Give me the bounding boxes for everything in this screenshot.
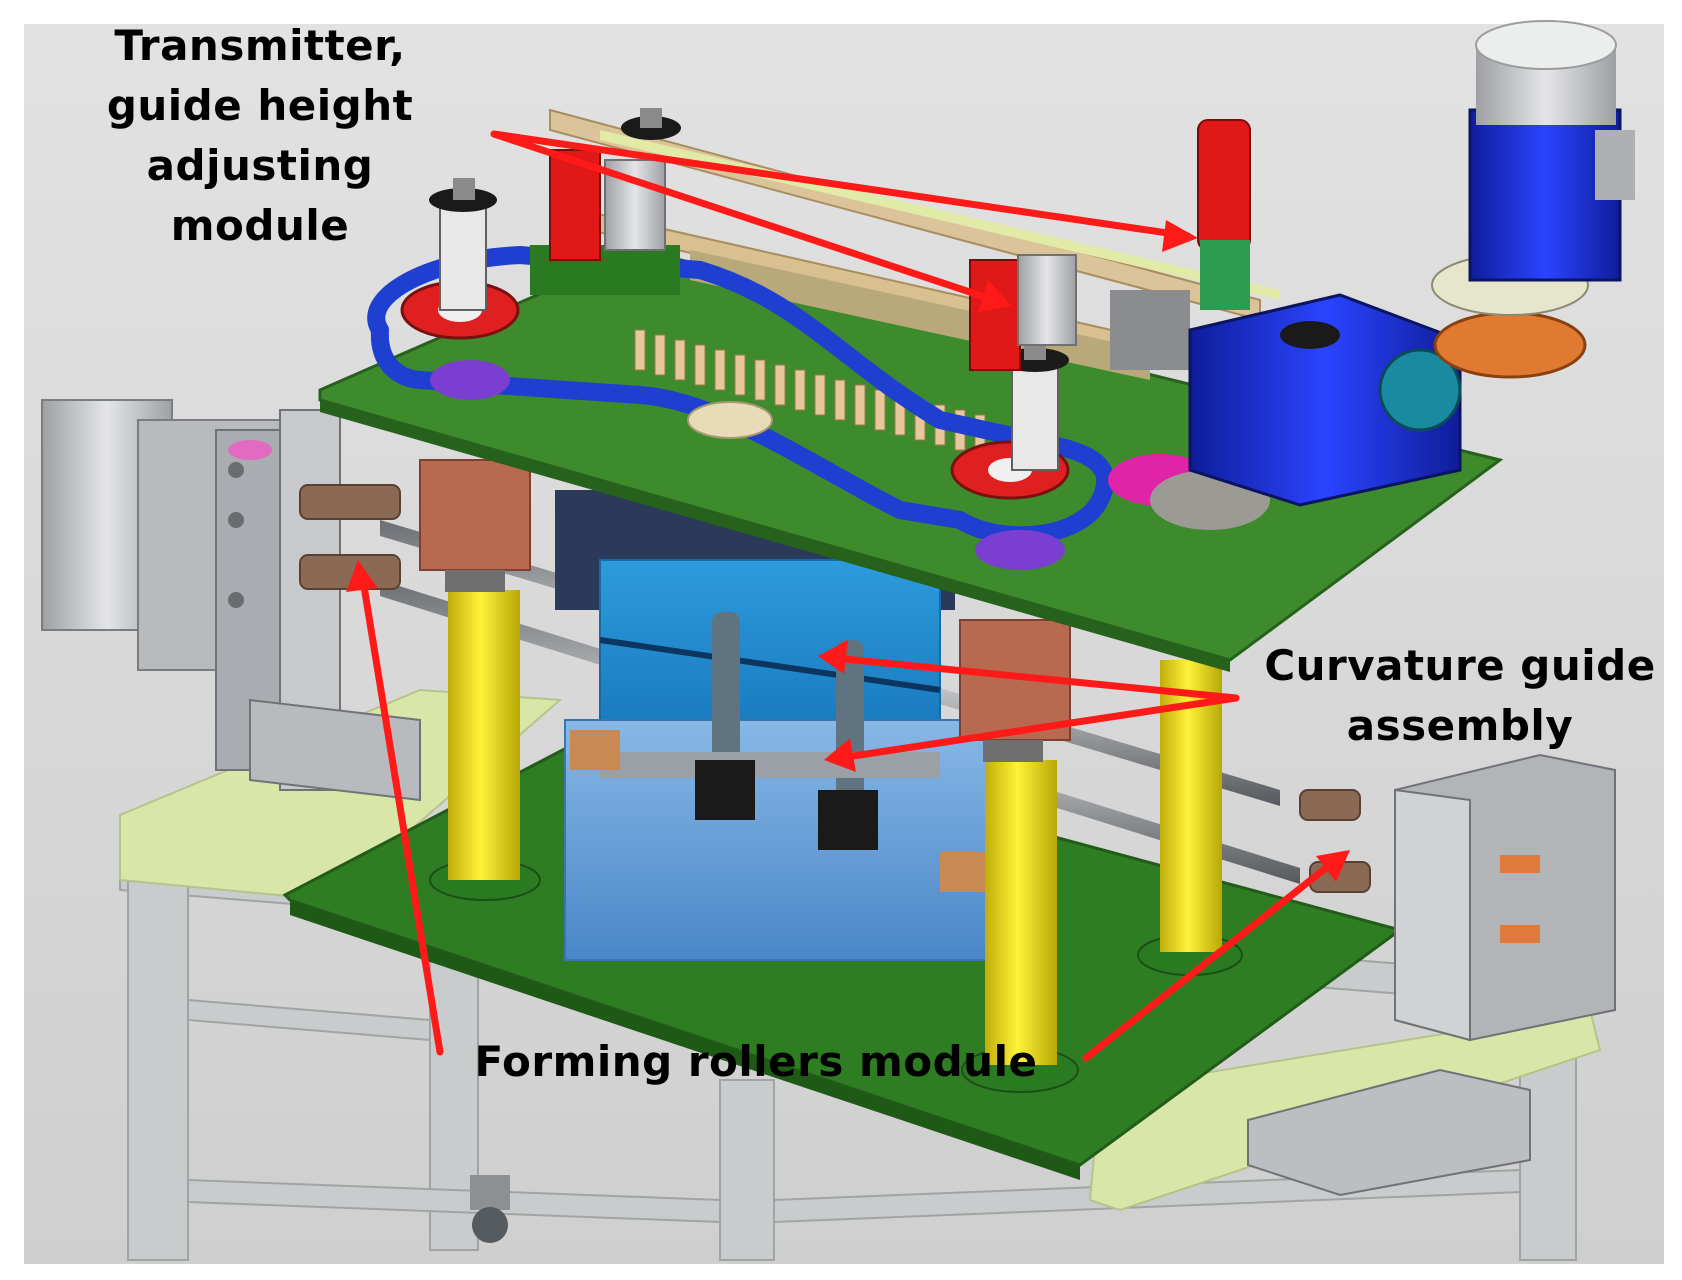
arrow-icon (824, 738, 856, 772)
frame-caster (470, 1175, 510, 1243)
transmitter-label-line-1: Transmitter, (114, 21, 406, 70)
forming-label-text: Forming rollers module (474, 1037, 1038, 1086)
drive-belt (367, 246, 1115, 545)
height-adjusting-module (530, 108, 1251, 371)
tension-posts (429, 178, 1069, 471)
curvature-guide-label: Curvature guide assembly (1240, 636, 1680, 756)
left-roller-support (41, 399, 421, 802)
right-roller-support (1247, 753, 1616, 1197)
transmitter-label-line-4: module (170, 201, 350, 250)
transmitter-label-line-2: guide height (106, 81, 414, 130)
arrow-icon (490, 130, 1004, 306)
arrow-icon (1082, 856, 1340, 1062)
arrow-icon (346, 560, 378, 592)
arrow-icon (1316, 850, 1350, 882)
callout-arrows (346, 130, 1350, 1062)
drive-motor (1188, 20, 1635, 507)
arrow-icon (830, 654, 1240, 702)
base-plate-edge (290, 900, 1080, 1180)
arrow-icon (978, 280, 1012, 312)
transmitter-module-label: Transmitter, guide height adjusting modu… (60, 16, 460, 256)
arrow-icon (1162, 220, 1198, 252)
forming-rollers-label: Forming rollers module (456, 1032, 1056, 1092)
curvature-label-line-1: Curvature guide (1264, 641, 1656, 690)
arrow-icon (358, 570, 444, 1056)
curvature-label-line-2: assembly (1346, 701, 1574, 750)
top-plate-edge (320, 400, 1230, 672)
transmitter-label-line-3: adjusting (146, 141, 374, 190)
arrow-icon (836, 694, 1240, 762)
support-columns (419, 459, 1243, 1093)
arrow-icon (490, 130, 1192, 240)
arrow-icon (818, 640, 848, 674)
